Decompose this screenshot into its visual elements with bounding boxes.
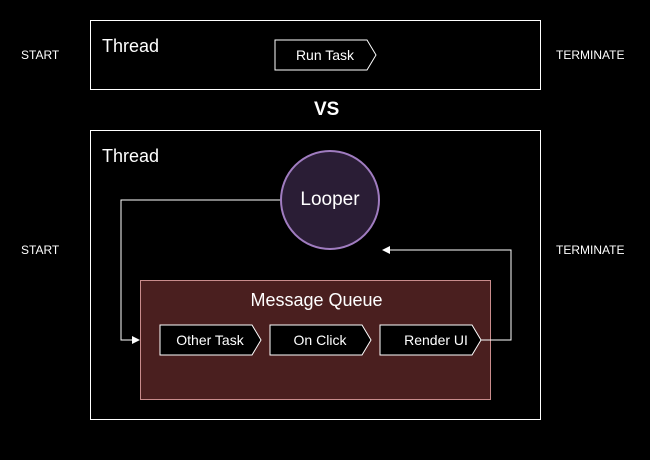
top-terminate-label: TERMINATE	[556, 48, 625, 62]
top-start-label: START	[21, 48, 60, 62]
task-block-render-ui: Render UI	[379, 324, 482, 356]
task-label-on-click: On Click	[294, 332, 348, 348]
queue-to-looper-connector	[382, 246, 512, 341]
top-thread-box: Thread	[90, 20, 541, 90]
task-label-other-task: Other Task	[176, 332, 244, 348]
bottom-start-label: START	[21, 243, 60, 257]
bottom-thread-title: Thread	[102, 146, 160, 166]
looper-circle: Looper	[280, 150, 380, 250]
vs-separator: VS	[314, 99, 340, 120]
run-task-block: Run Task	[274, 39, 377, 71]
looper-to-queue-connector	[120, 199, 280, 344]
bottom-terminate-label: TERMINATE	[556, 243, 625, 257]
run-task-label: Run Task	[296, 47, 355, 63]
task-label-render-ui: Render UI	[404, 332, 468, 348]
task-block-on-click: On Click	[269, 324, 372, 356]
task-block-other-task: Other Task	[159, 324, 262, 356]
looper-label: Looper	[300, 189, 360, 210]
bottom-thread-box: Thread	[90, 130, 541, 420]
message-queue-title: Message Queue	[250, 290, 383, 310]
top-thread-title: Thread	[102, 36, 160, 56]
